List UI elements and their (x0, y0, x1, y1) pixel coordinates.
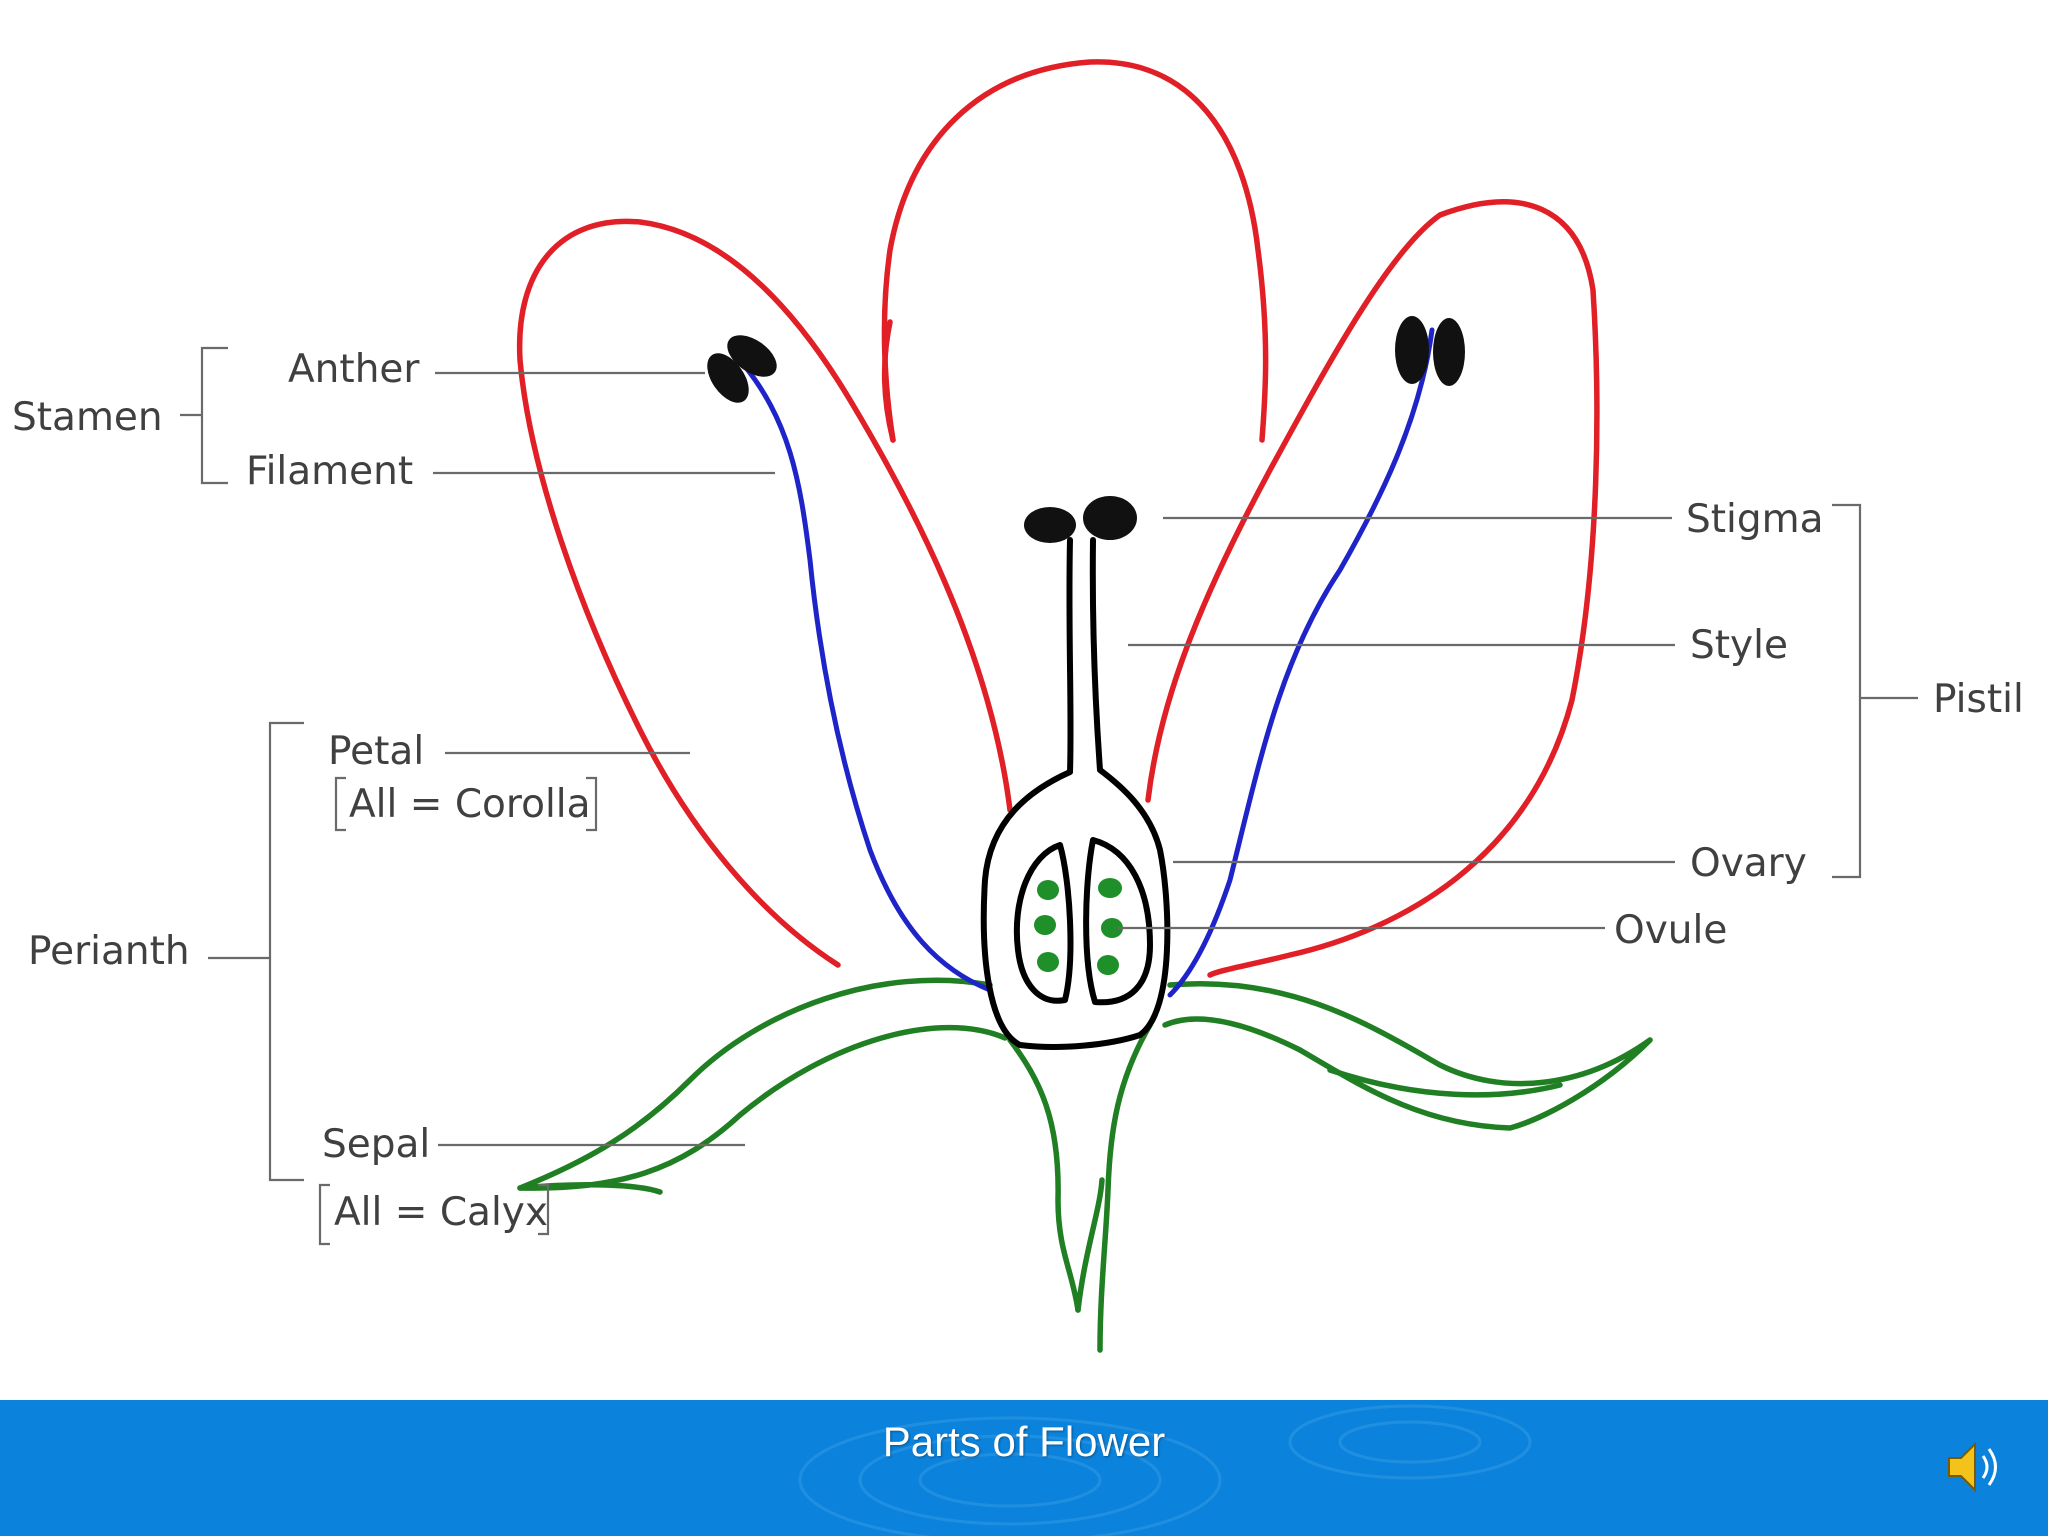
petal-label: Petal (328, 729, 424, 774)
ovule (1037, 952, 1059, 972)
ovule-label: Ovule (1614, 908, 1727, 953)
ovule (1098, 878, 1122, 898)
stamen-bracket (180, 346, 228, 485)
ovule (1097, 955, 1119, 975)
water-ripple-decoration (798, 1404, 1532, 1536)
labels: Stamen Anther Filament Petal All = Corol… (12, 347, 2024, 1235)
petal-middle-left-edge (881, 319, 896, 443)
style (980, 537, 1171, 1050)
sepal-label: Sepal (322, 1122, 430, 1167)
stamens (707, 316, 1465, 998)
ovary-chamber-left (1013, 842, 1074, 1004)
calyx-label: All = Calyx (334, 1190, 548, 1235)
stigma-lobe-1 (1024, 507, 1076, 543)
ovule (1101, 918, 1123, 938)
petal-left (516, 218, 1013, 968)
stalk-left (1007, 1037, 1081, 1313)
anther-right-lobe-1 (1395, 316, 1429, 384)
perianth-bracket (208, 721, 304, 1182)
pistil (980, 496, 1171, 1050)
ovary-chamber-right (1083, 837, 1153, 1006)
flower-diagram: Stamen Anther Filament Petal All = Corol… (12, 59, 2024, 1353)
anther-label: Anther (288, 347, 420, 392)
perianth-label: Perianth (28, 929, 190, 974)
stigma-label: Stigma (1686, 497, 1824, 542)
petal-right (1145, 199, 1600, 978)
calyx-bracket-left (318, 1183, 330, 1246)
corolla-label: All = Corolla (349, 782, 591, 827)
ovule (1037, 880, 1059, 900)
anther-left-lobe-2 (727, 335, 777, 377)
leader-lines (433, 371, 1675, 1147)
stamen-label: Stamen (12, 395, 163, 440)
style-label: Style (1690, 623, 1788, 668)
calyx-bracket-right (538, 1183, 550, 1236)
sepal-right (1162, 981, 1653, 1131)
pistil-label: Pistil (1933, 677, 2024, 722)
ovule (1034, 915, 1056, 935)
sepal-left (517, 977, 1008, 1191)
anther-left-lobe-1 (707, 353, 749, 403)
sepal-right-inner (1327, 1067, 1563, 1098)
sepal-left-inner (517, 1182, 663, 1195)
filament-label: Filament (246, 449, 413, 494)
petals (516, 59, 1600, 978)
pistil-bracket (1832, 503, 1918, 879)
ovary-label: Ovary (1690, 841, 1807, 886)
speaker-icon[interactable] (1945, 1436, 2005, 1498)
sepals (517, 977, 1653, 1353)
slide-title: Parts of Flower (882, 1418, 1166, 1465)
stigma-lobe-2 (1083, 496, 1137, 540)
stalk-left-lower (1075, 1177, 1105, 1313)
footer-bar: Parts of Flower (0, 1400, 2048, 1536)
stalk-right (1097, 1022, 1153, 1353)
filament-left (737, 357, 993, 993)
anther-right-lobe-2 (1433, 318, 1465, 386)
corolla-bracket-left (334, 776, 346, 832)
brackets (180, 346, 1918, 1246)
filament-right (1167, 327, 1435, 998)
petal-middle (881, 59, 1269, 443)
corolla-bracket-right (586, 776, 598, 832)
